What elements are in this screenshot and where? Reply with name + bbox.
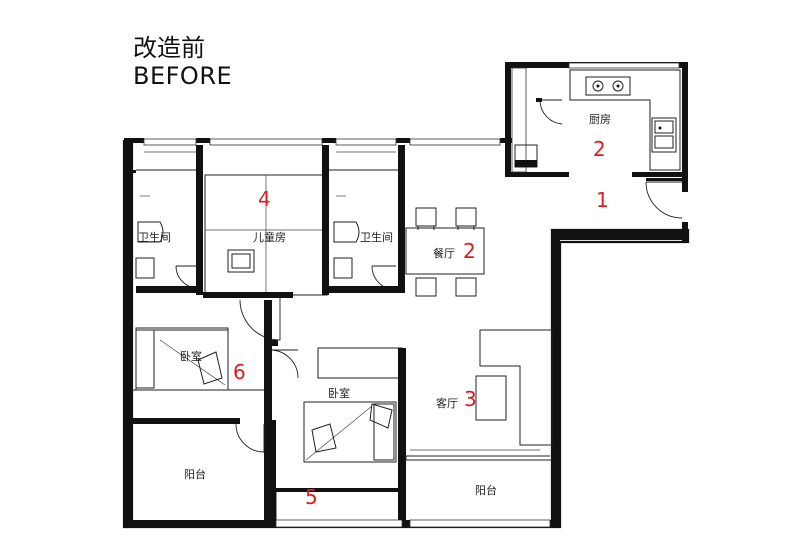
label-bathroom-left: 卫生间 bbox=[138, 230, 171, 244]
label-dining: 餐厅 bbox=[433, 246, 455, 260]
outer-walls bbox=[122, 138, 690, 529]
marker-6: 6 bbox=[233, 360, 246, 384]
bedroom-left bbox=[132, 300, 299, 520]
label-living: 客厅 bbox=[436, 396, 458, 410]
dining-area bbox=[405, 207, 485, 297]
living-area bbox=[475, 329, 553, 446]
marker-1: 1 bbox=[596, 188, 609, 212]
kitchen-block bbox=[505, 62, 688, 219]
marker-3: 3 bbox=[464, 387, 477, 411]
bathroom-left bbox=[124, 145, 203, 295]
label-bedroom-center: 卧室 bbox=[328, 386, 350, 400]
balconies bbox=[406, 449, 552, 461]
diagram-title-cn: 改造前 bbox=[133, 34, 205, 62]
marker-4: 4 bbox=[258, 187, 271, 211]
label-balcony-right: 阳台 bbox=[475, 483, 497, 497]
label-kitchen: 厨房 bbox=[589, 113, 611, 126]
bedroom-center bbox=[270, 347, 550, 520]
diagram-title-en: BEFORE bbox=[133, 62, 233, 90]
label-bathroom-right: 卫生间 bbox=[360, 230, 393, 244]
label-balcony-left: 阳台 bbox=[184, 467, 206, 481]
marker-2-kitchen: 2 bbox=[593, 137, 606, 161]
label-bedroom-left: 卧室 bbox=[180, 349, 202, 363]
marker-2-dining: 2 bbox=[463, 239, 476, 263]
marker-5: 5 bbox=[305, 485, 318, 509]
label-kids-room: 儿童房 bbox=[253, 230, 286, 244]
bathroom-right bbox=[322, 145, 405, 295]
